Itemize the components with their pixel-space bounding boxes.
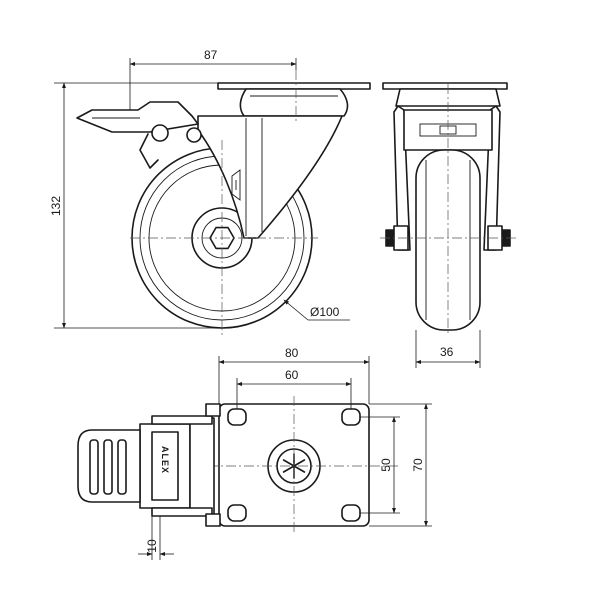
- mount-hole-br: [341, 504, 361, 522]
- mount-hole-bl: [227, 504, 247, 522]
- dim-brake-offset: 10: [145, 539, 159, 553]
- dim-overall-height: 132: [49, 196, 63, 216]
- swivel-bearing: [239, 88, 349, 117]
- brake-lever: [139, 133, 159, 169]
- brake-pivot-2: [186, 127, 202, 143]
- brake-label-panel: [151, 431, 179, 501]
- brake-rail-top: [151, 415, 213, 425]
- brake-pivot: [151, 124, 169, 142]
- dim-plate-width: 80: [285, 346, 299, 360]
- dim-swivel-offset: 87: [204, 48, 218, 62]
- pedal-grip-ribs: [89, 439, 127, 495]
- brake-clip-top: [205, 403, 221, 417]
- dim-wheel-diameter: Ø100: [310, 305, 340, 319]
- brake-pedal[interactable]: [76, 101, 199, 133]
- front-wheel: [415, 149, 481, 331]
- mount-hole-tr: [341, 408, 361, 426]
- top-view: ALEX 80 60 50 70: [77, 346, 432, 560]
- dim-hole-spacing-y: 50: [379, 458, 393, 472]
- brand-mark: ALEX: [160, 446, 170, 474]
- mount-hole-tl: [227, 408, 247, 426]
- side-top-plate: [217, 82, 371, 90]
- dim-wheel-width: 36: [440, 345, 454, 359]
- brake-clip-bottom: [205, 513, 221, 527]
- brake-rail-bottom: [151, 507, 213, 517]
- side-view: 87 132 Ø100: [49, 48, 371, 336]
- dim-plate-length: 70: [411, 458, 425, 472]
- front-view: 36: [380, 82, 516, 368]
- dim-hole-spacing-x: 60: [285, 368, 299, 382]
- front-top-plate: [382, 82, 508, 90]
- brake-bridge: [189, 417, 215, 515]
- fork-logo-mark: [231, 169, 241, 201]
